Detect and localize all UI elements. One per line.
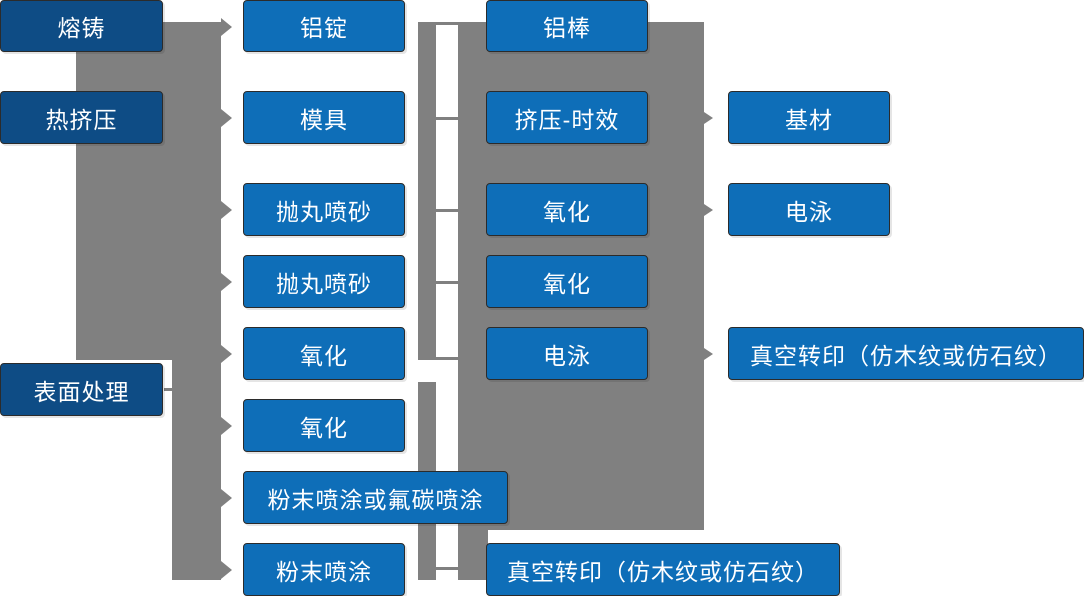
process-label: 粉末喷涂 [276, 558, 372, 585]
output-box-vacuum-transfer[interactable]: 真空转印（仿木纹或仿石纹） [728, 327, 1084, 380]
connector-arrow-to-powder-fluor [221, 489, 232, 507]
process-label: 铝棒 [543, 15, 591, 41]
connector-trunk-top [76, 22, 221, 360]
process-label: 铝锭 [300, 15, 348, 41]
bracket-left-rail-upper [418, 22, 436, 360]
connector-arrow-to-oxidation-2 [221, 417, 232, 435]
process-label: 粉末喷涂或氟碳喷涂 [267, 486, 484, 513]
process-box-oxidation-4[interactable]: 氧化 [486, 255, 648, 308]
process-box-powder-coating[interactable]: 粉末喷涂 [243, 543, 405, 596]
connector-trunk-bottom [172, 336, 221, 580]
process-box-powder-fluorocarbon[interactable]: 粉末喷涂或氟碳喷涂 [243, 471, 508, 524]
process-label: 抛丸喷砂 [276, 198, 372, 225]
process-label: 氧化 [543, 270, 591, 297]
process-label: 挤压-时效 [514, 106, 620, 133]
output-label: 电泳 [785, 198, 833, 225]
bracket-tick-2 [436, 117, 460, 120]
process-label: 模具 [300, 106, 348, 133]
bracket-body-slab-lower [458, 530, 488, 580]
process-box-electrophoresis-1[interactable]: 电泳 [486, 327, 648, 380]
process-box-oxidation-1[interactable]: 氧化 [243, 327, 405, 380]
arrow-to-vacuum [704, 348, 713, 360]
process-label: 真空转印（仿木纹或仿石纹） [507, 558, 819, 585]
output-box-electrophoresis[interactable]: 电泳 [728, 183, 890, 236]
connector-arrow-to-shotblast-1 [221, 201, 232, 219]
stage-box-hot-extrusion[interactable]: 热挤压 [0, 91, 163, 144]
process-box-shotblast-1[interactable]: 抛丸喷砂 [243, 183, 405, 236]
process-label: 氧化 [543, 198, 591, 225]
connector-arrow-to-ingot [221, 18, 232, 36]
output-label: 真空转印（仿木纹或仿石纹） [750, 342, 1062, 369]
bracket-tick-6 [436, 567, 460, 570]
arrow-to-electro [704, 204, 713, 216]
stage-box-surface-treatment[interactable]: 表面处理 [0, 363, 163, 416]
process-box-shotblast-2[interactable]: 抛丸喷砂 [243, 255, 405, 308]
process-box-mold[interactable]: 模具 [243, 91, 405, 144]
connector-arrow-to-oxidation-1 [221, 345, 232, 363]
arrow-to-substrate [704, 112, 713, 124]
stage-label: 热挤压 [45, 106, 118, 133]
stage-label: 熔铸 [57, 15, 106, 41]
process-box-vacuum-transfer-1[interactable]: 真空转印（仿木纹或仿石纹） [486, 543, 840, 596]
output-box-substrate[interactable]: 基材 [728, 91, 890, 144]
process-box-oxidation-2[interactable]: 氧化 [243, 399, 405, 452]
output-label: 基材 [785, 106, 833, 133]
connector-surface-stub [164, 388, 186, 391]
bracket-tick-5 [436, 357, 460, 360]
process-label: 抛丸喷砂 [276, 270, 372, 297]
process-label: 氧化 [300, 342, 348, 369]
bracket-tick-1 [436, 22, 460, 25]
process-box-oxidation-3[interactable]: 氧化 [486, 183, 648, 236]
process-box-ingot[interactable]: 铝锭 [243, 0, 405, 52]
process-label: 氧化 [300, 414, 348, 441]
bracket-tick-4 [436, 281, 460, 284]
connector-arrow-to-powder [221, 561, 232, 579]
connector-arrow-to-shotblast-2 [221, 273, 232, 291]
bracket-tick-3 [436, 209, 460, 212]
connector-arrow-to-mold [221, 109, 232, 127]
process-box-aluminum-bar[interactable]: 铝棒 [486, 0, 648, 52]
process-label: 电泳 [543, 342, 591, 369]
stage-label: 表面处理 [33, 378, 130, 405]
process-box-extrusion-aging[interactable]: 挤压-时效 [486, 91, 648, 144]
stage-box-melting[interactable]: 熔铸 [0, 0, 163, 52]
